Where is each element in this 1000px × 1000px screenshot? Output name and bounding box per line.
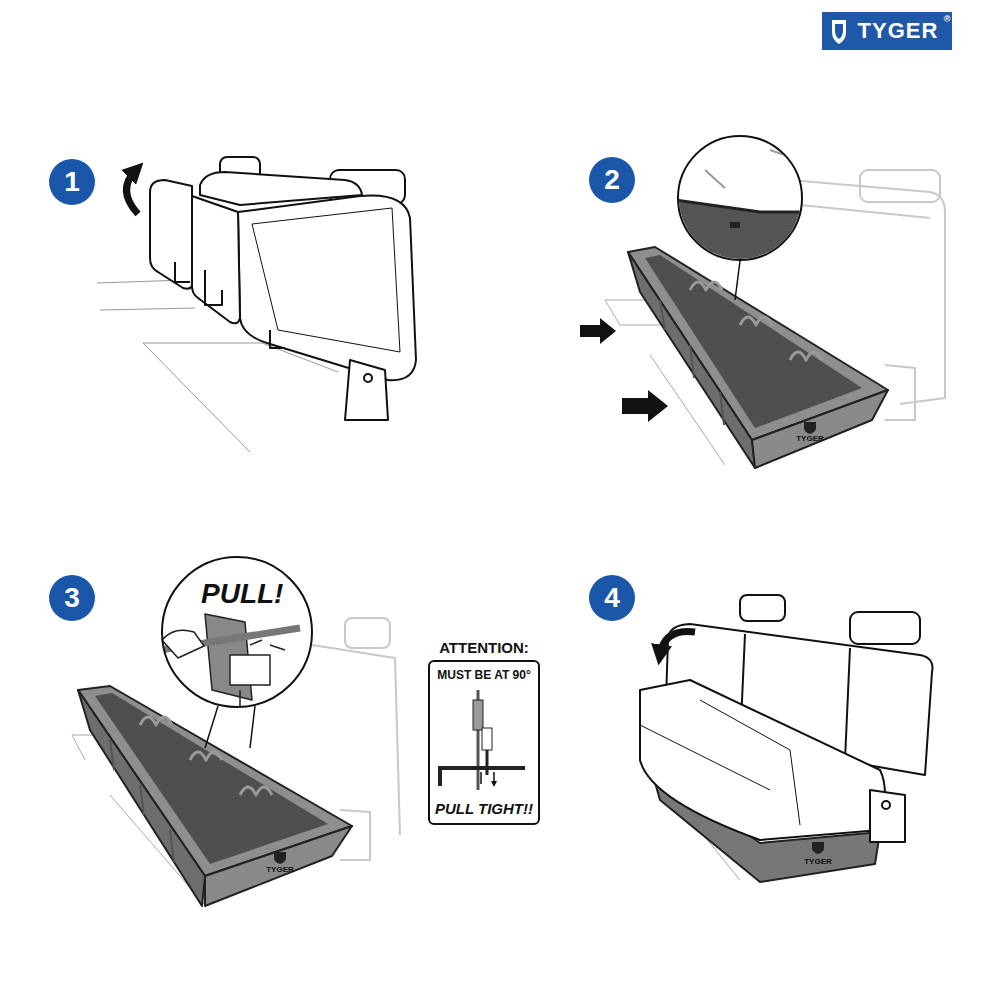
node-text: 2 (604, 164, 620, 196)
step-number: 1 (49, 159, 95, 205)
node-text: MUST BE AT 90° (430, 668, 538, 682)
registered-mark: ® (944, 14, 951, 24)
node-text: TYGER (858, 18, 939, 44)
box-logo-text: TYGER (796, 434, 824, 443)
node-text: ATTENTION: (430, 639, 538, 656)
step-number: 4 (589, 575, 635, 621)
zoom-callout: PULL! (161, 556, 313, 708)
step-number: 2 (589, 157, 635, 203)
step-number: 3 (49, 575, 95, 621)
step4-seat (640, 595, 933, 882)
node-text: PULL! (199, 578, 285, 610)
step2-box (580, 133, 945, 468)
box-logo-text: TYGER (804, 857, 832, 866)
node-text: 1 (64, 166, 80, 198)
node-text: PULL TIGHT!! (430, 800, 538, 817)
box-logo-text: TYGER (266, 865, 294, 874)
node-text: 4 (604, 582, 620, 614)
logo-badge (822, 12, 952, 50)
step3-box (72, 556, 400, 906)
brand-logo: TYGER (852, 12, 944, 50)
strap-detail (440, 690, 525, 790)
attention-box: ATTENTION:MUST BE AT 90°PULL TIGHT!! (428, 660, 540, 825)
step1-seat (97, 157, 416, 452)
node-text: 3 (64, 582, 80, 614)
